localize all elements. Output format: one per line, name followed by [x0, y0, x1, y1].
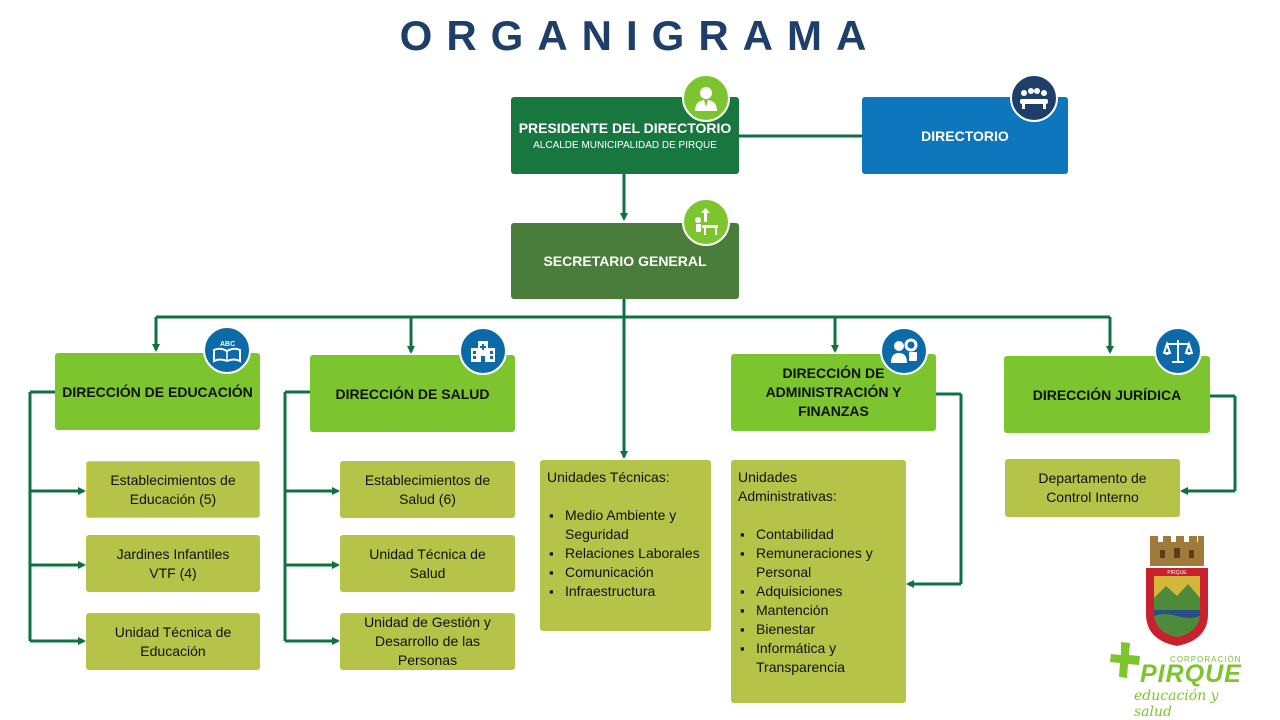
salud-unit-1: Establecimientos de Salud (6) — [340, 461, 515, 518]
unidades-tecnicas-box: Unidades Técnicas: Medio Ambiente y Segu… — [540, 460, 711, 631]
educacion-unit-2-label: Jardines Infantiles VTF (4) — [116, 545, 230, 581]
list-item: Informática y Transparencia — [738, 639, 899, 677]
logo-corp: CORPORACIÓN — [1170, 655, 1242, 664]
unidades-tecnicas-heading: Unidades Técnicas: — [547, 469, 670, 485]
unidades-administrativas-box: Unidades Administrativas: Contabilidad R… — [731, 460, 906, 703]
presidente-title: PRESIDENTE DEL DIRECTORIO — [518, 120, 732, 136]
directorio-box: DIRECTORIO — [862, 97, 1068, 174]
scales-icon — [1154, 327, 1202, 375]
juridica-title: DIRECCIÓN JURÍDICA — [1032, 386, 1182, 403]
educacion-unit-2: Jardines Infantiles VTF (4) — [86, 535, 260, 592]
juridica-unit-label: Departamento de Control Interno — [1038, 470, 1147, 505]
unidades-administrativas-heading: Unidades Administrativas: — [738, 469, 837, 504]
educacion-unit-1-label: Establecimientos de Educación (5) — [110, 471, 236, 507]
abc-book-icon: ABC — [203, 326, 251, 374]
list-item: Mantención — [738, 601, 899, 620]
svg-text:ABC: ABC — [220, 341, 235, 348]
educacion-unit-3-label: Unidad Técnica de Educación — [114, 623, 232, 659]
list-item: Infraestructura — [547, 582, 704, 601]
gears-person-icon — [880, 327, 928, 375]
executive-desk-icon — [682, 198, 730, 246]
logo-tagline: educación y salud — [1134, 688, 1219, 720]
list-item: Contabilidad — [738, 525, 899, 544]
person-icon — [682, 74, 730, 122]
educacion-unit-3: Unidad Técnica de Educación — [86, 613, 260, 670]
list-item: Adquisiciones — [738, 582, 899, 601]
educacion-title: DIRECCIÓN DE EDUCACIÓN — [62, 383, 253, 400]
hospital-icon — [459, 327, 507, 375]
presidente-subtitle: ALCALDE MUNICIPALIDAD DE PIRQUE — [533, 140, 717, 151]
administracion-title: DIRECCIÓN DE ADMINISTRACIÓN Y FINANZAS — [765, 365, 902, 419]
educacion-unit-1: Establecimientos de Educación (5) — [86, 461, 260, 518]
salud-unit-1-label: Establecimientos de Salud (6) — [364, 471, 491, 507]
list-item: Bienestar — [738, 620, 899, 639]
pirque-crest-logo: PIRQUE — [1146, 536, 1208, 646]
list-item: Relaciones Laborales — [547, 544, 704, 563]
crest-label: PIRQUE — [1167, 570, 1187, 576]
salud-unit-3-label: Unidad de Gestión y Desarrollo de las Pe… — [364, 614, 491, 668]
list-item: Remuneraciones y Personal — [738, 544, 899, 582]
salud-unit-2: Unidad Técnica de Salud — [340, 535, 515, 592]
plus-icon — [1110, 642, 1140, 678]
secretario-title: SECRETARIO GENERAL — [543, 253, 707, 269]
board-meeting-icon — [1010, 74, 1058, 122]
salud-unit-3: Unidad de Gestión y Desarrollo de las Pe… — [340, 613, 515, 670]
page-title: ORGANIGRAMA — [399, 12, 881, 59]
list-item: Medio Ambiente y Seguridad — [547, 506, 704, 544]
corporacion-pirque-logo: CORPORACIÓN PIRQUE educación y salud — [1110, 640, 1250, 720]
salud-unit-2-label: Unidad Técnica de Salud — [369, 545, 486, 581]
salud-title: DIRECCIÓN DE SALUD — [335, 385, 490, 402]
directorio-title: DIRECTORIO — [921, 127, 1009, 144]
juridica-unit: Departamento de Control Interno — [1005, 459, 1180, 517]
logo-name: PIRQUE — [1140, 660, 1242, 688]
list-item: Comunicación — [547, 563, 704, 582]
